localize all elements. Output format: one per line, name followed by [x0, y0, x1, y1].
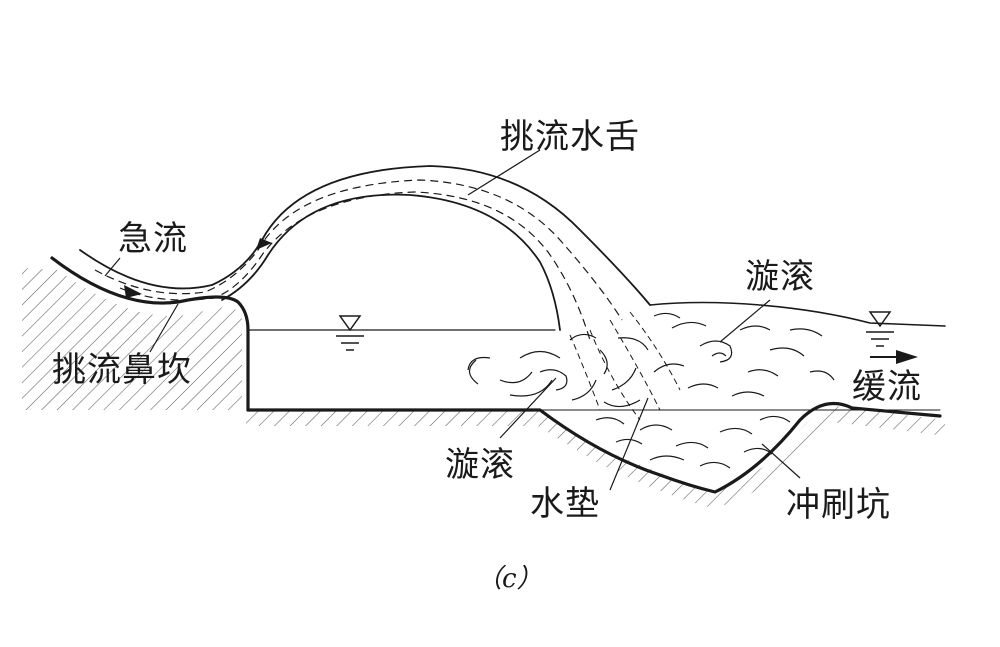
label-vortex-left: 漩滚	[445, 445, 515, 485]
flow-arrows	[124, 238, 918, 364]
leader-rapid-flow	[104, 257, 121, 277]
label-vortex-right: 漩滚	[745, 257, 815, 297]
ground-hatching	[22, 268, 945, 508]
arrow-jet	[256, 238, 272, 250]
label-rapid-flow: 急流	[118, 219, 188, 259]
label-slow-flow: 缓流	[852, 367, 922, 407]
leader-flip-bucket	[149, 303, 179, 353]
label-flip-bucket: 挑流鼻坎	[52, 350, 192, 390]
impact-streaks	[569, 311, 681, 421]
jet-streamlines	[94, 179, 623, 341]
water-level-symbol-pool	[336, 315, 364, 351]
leader-scour-pit	[761, 443, 801, 479]
figure-caption: （c）	[476, 564, 543, 594]
hatch-upstream	[22, 268, 242, 410]
leader-vortex-left	[499, 377, 557, 439]
arrow-rapid-flow	[124, 285, 142, 298]
leader-water-cushion	[609, 397, 649, 491]
riverbed-and-scour-pit	[246, 401, 942, 494]
jet-lower-surface	[221, 193, 561, 331]
jet-upper-surface	[79, 165, 651, 306]
arrow-slow-flow	[896, 350, 918, 364]
spillway-surface-and-bucket	[50, 256, 250, 412]
hatch-tailwater-bed	[246, 406, 945, 508]
leader-vortex-right	[719, 299, 771, 343]
label-jet-tongue: 挑流水舌	[500, 117, 640, 157]
turbulence-swirls	[467, 312, 835, 469]
tailwater-surface	[649, 301, 946, 327]
streamline-upper	[94, 179, 623, 321]
label-scour-pit: 冲刷坑	[786, 485, 891, 525]
leader-jet-tongue	[467, 149, 541, 196]
streamline-lower	[119, 191, 591, 341]
leader-lines	[104, 149, 801, 491]
water-level-symbol-tailwater	[866, 311, 894, 347]
label-water-cushion: 水垫	[530, 484, 600, 524]
